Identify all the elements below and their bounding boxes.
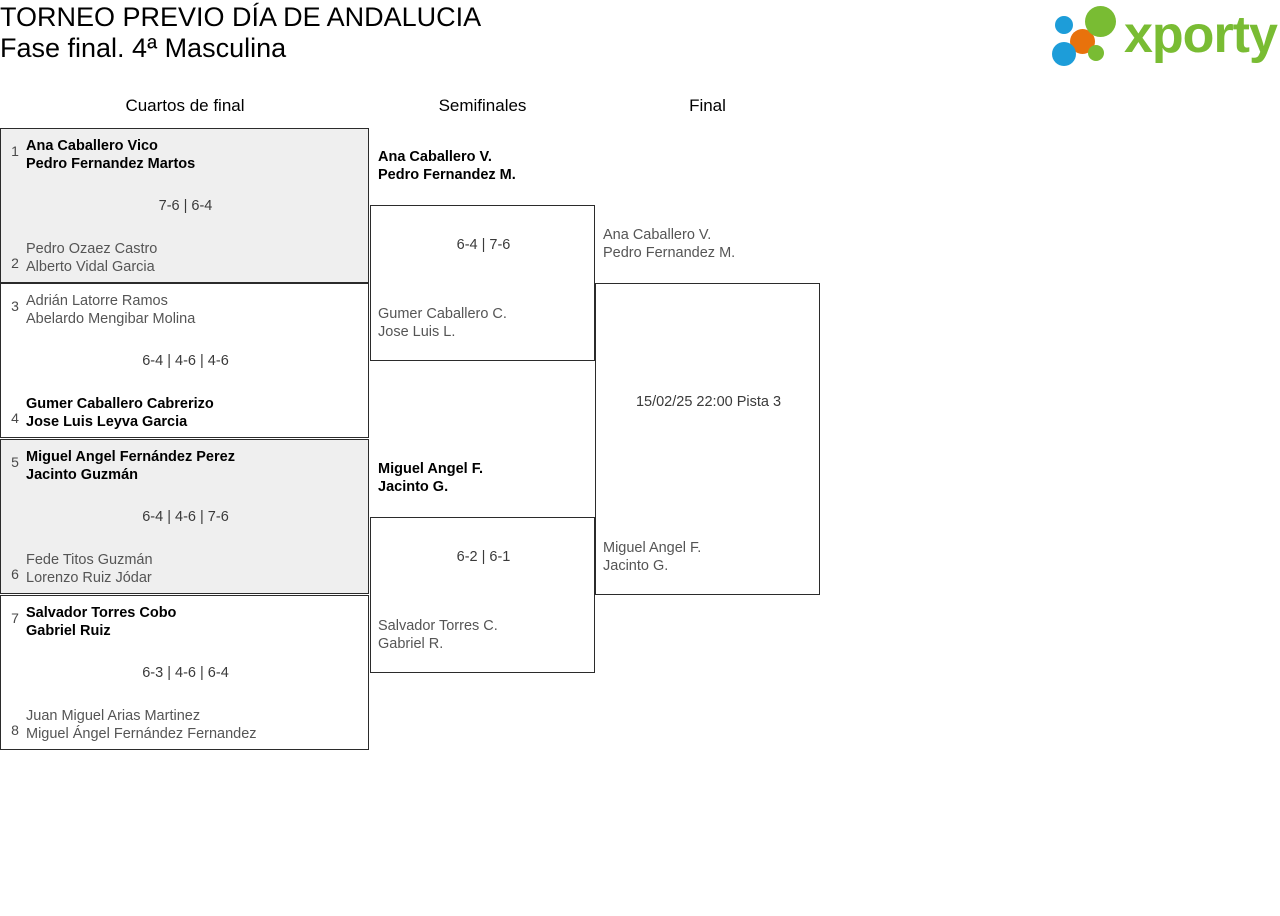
page-title: TORNEO PREVIO DÍA DE ANDALUCIA Fase fina…: [0, 2, 481, 64]
match-score: 6-4 | 7-6: [456, 237, 511, 253]
player-name: Adrián Latorre Ramos: [26, 293, 168, 309]
player-name: Jacinto Guzmán: [26, 467, 138, 483]
seed-number: 3: [11, 298, 19, 314]
player-name: Lorenzo Ruiz Jódar: [26, 570, 152, 586]
match-card-sf-2[interactable]: Miguel Angel F. Jacinto G. 6-2 | 6-1 Sal…: [370, 461, 595, 673]
round-header-quarterfinals: Cuartos de final: [125, 96, 245, 115]
player-name: Pedro Ozaez Castro: [26, 241, 158, 257]
team-name-bottom: Gumer Caballero Cabrerizo Jose Luis Leyv…: [26, 395, 214, 431]
player-name: Salvador Torres C.: [378, 618, 498, 634]
team-name-bottom: Gumer Caballero C. Jose Luis L.: [378, 305, 507, 341]
match-card-final[interactable]: Ana Caballero V. Pedro Fernandez M. 15/0…: [595, 227, 820, 595]
player-name: Jose Luis Leyva Garcia: [26, 414, 188, 430]
match-card-qf-2[interactable]: 3 Adrián Latorre Ramos Abelardo Mengibar…: [0, 283, 369, 438]
player-name: Jacinto G.: [378, 479, 449, 495]
team-name-bottom: Miguel Angel F. Jacinto G.: [603, 539, 701, 575]
seed-number: 1: [11, 143, 19, 159]
player-name: Jose Luis L.: [378, 324, 456, 340]
seed-number: 5: [11, 454, 19, 470]
seed-number: 6: [11, 566, 19, 582]
match-score: 7-6 | 6-4: [158, 198, 213, 214]
player-name: Pedro Fernandez Martos: [26, 156, 196, 172]
team-name-top: Ana Caballero Vico Pedro Fernandez Marto…: [26, 137, 195, 173]
team-name-top: Miguel Angel Fernández Perez Jacinto Guz…: [26, 448, 235, 484]
player-name: Miguel Ángel Fernández Fernandez: [26, 726, 257, 742]
player-name: Miguel Angel F.: [378, 461, 483, 477]
player-name: Gabriel R.: [378, 636, 444, 652]
logo-dot-blue-top: [1055, 16, 1073, 34]
seed-number: 8: [11, 722, 19, 738]
logo-dot-blue-bottom: [1052, 42, 1076, 66]
match-score: 6-4 | 4-6 | 7-6: [142, 509, 229, 525]
player-name: Jacinto G.: [603, 558, 669, 574]
match-schedule: 15/02/25 22:00 Pista 3: [635, 394, 782, 410]
match-score: 6-3 | 4-6 | 6-4: [142, 665, 229, 681]
player-name: Ana Caballero V.: [378, 149, 492, 165]
match-card-qf-4[interactable]: 7 Salvador Torres Cobo Gabriel Ruiz 6-3 …: [0, 595, 369, 750]
seed-number: 7: [11, 610, 19, 626]
player-name: Salvador Torres Cobo: [26, 605, 177, 621]
team-name-top: Salvador Torres Cobo Gabriel Ruiz: [26, 604, 176, 640]
logo-dots-icon: [1052, 4, 1130, 68]
logo-wordmark: xporty: [1124, 6, 1278, 64]
logo-dot-green-small: [1088, 45, 1104, 61]
team-name-bottom: Pedro Ozaez Castro Alberto Vidal Garcia: [26, 240, 157, 276]
player-name: Gabriel Ruiz: [26, 623, 111, 639]
match-score: 6-4 | 4-6 | 4-6: [142, 353, 229, 369]
player-name: Miguel Angel F.: [603, 540, 702, 556]
team-name-top: Ana Caballero V. Pedro Fernandez M.: [603, 226, 735, 262]
team-name-bottom: Salvador Torres C. Gabriel R.: [378, 617, 498, 653]
tournament-subtitle: Fase final. 4ª Masculina: [0, 32, 287, 63]
player-name: Ana Caballero V.: [603, 227, 712, 243]
round-header-semifinals: Semifinales: [438, 96, 527, 115]
team-name-top: Miguel Angel F. Jacinto G.: [378, 460, 483, 496]
player-name: Juan Miguel Arias Martinez: [26, 708, 201, 724]
team-name-top: Ana Caballero V. Pedro Fernandez M.: [378, 148, 516, 184]
logo-dot-green-large: [1085, 6, 1116, 37]
match-score: 6-2 | 6-1: [456, 549, 511, 565]
player-name: Fede Titos Guzmán: [26, 552, 153, 568]
round-header-final: Final: [689, 96, 726, 115]
seed-number: 4: [11, 410, 19, 426]
player-name: Abelardo Mengibar Molina: [26, 311, 196, 327]
player-name: Pedro Fernandez M.: [378, 167, 516, 183]
team-name-bottom: Fede Titos Guzmán Lorenzo Ruiz Jódar: [26, 551, 153, 587]
team-name-top: Adrián Latorre Ramos Abelardo Mengibar M…: [26, 292, 195, 328]
page-header: TORNEO PREVIO DÍA DE ANDALUCIA Fase fina…: [0, 0, 1280, 86]
team-name-bottom: Juan Miguel Arias Martinez Miguel Ángel …: [26, 707, 257, 743]
xporty-logo[interactable]: xporty: [1052, 4, 1278, 68]
tournament-name: TORNEO PREVIO DÍA DE ANDALUCIA: [0, 2, 482, 32]
match-card-sf-1[interactable]: Ana Caballero V. Pedro Fernandez M. 6-4 …: [370, 149, 595, 361]
player-name: Gumer Caballero C.: [378, 306, 507, 322]
player-name: Alberto Vidal Garcia: [26, 259, 155, 275]
player-name: Ana Caballero Vico: [26, 138, 158, 154]
player-name: Pedro Fernandez M.: [603, 245, 736, 261]
match-card-qf-3[interactable]: 5 Miguel Angel Fernández Perez Jacinto G…: [0, 439, 369, 594]
match-card-qf-1[interactable]: 1 Ana Caballero Vico Pedro Fernandez Mar…: [0, 128, 369, 283]
seed-number: 2: [11, 255, 19, 271]
player-name: Miguel Angel Fernández Perez: [26, 449, 235, 465]
player-name: Gumer Caballero Cabrerizo: [26, 396, 214, 412]
